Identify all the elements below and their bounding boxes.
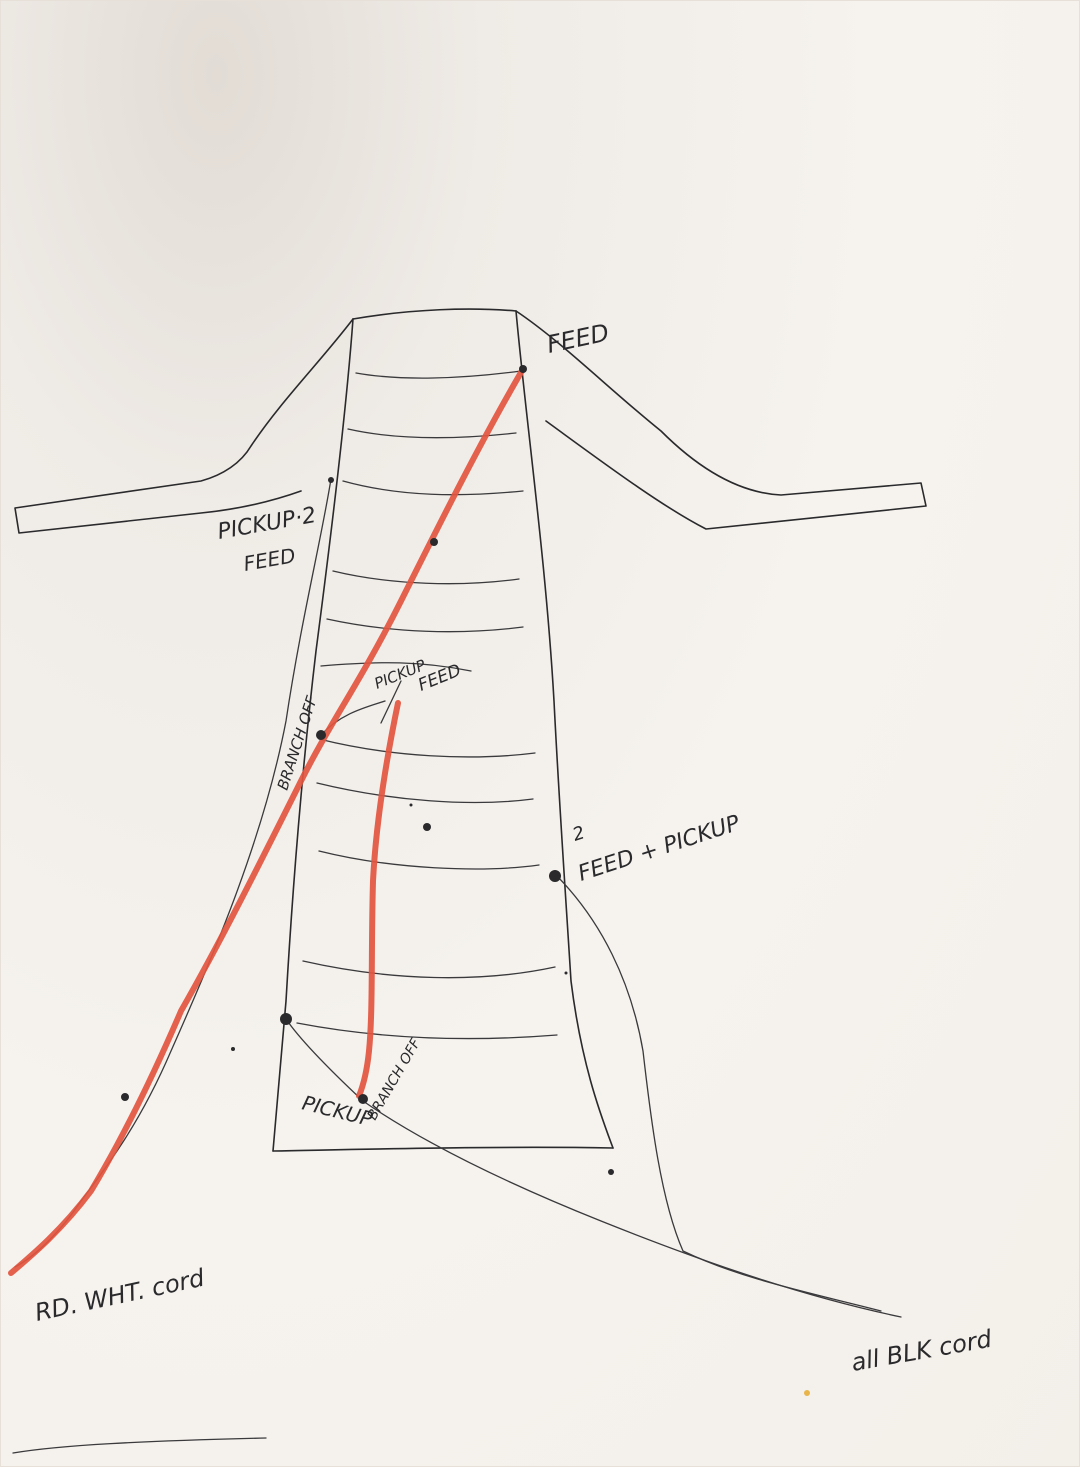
left-sleeve-outline bbox=[15, 319, 353, 533]
label-feed-top: FEED bbox=[544, 318, 611, 358]
label-two: 2 bbox=[570, 822, 587, 846]
right-black-cord-2 bbox=[286, 1019, 901, 1317]
stray-stroke bbox=[13, 1438, 266, 1453]
label-red-wht-cord: RD. WHT. cord bbox=[32, 1264, 207, 1327]
label-all-blk-cord: all BLK cord bbox=[849, 1325, 994, 1377]
right-black-cord-1 bbox=[557, 876, 881, 1311]
neckline-inner bbox=[356, 371, 521, 378]
paper-mark bbox=[804, 1390, 810, 1396]
label-feed-left: FEED bbox=[242, 543, 298, 576]
label-feed-plus-pickup: FEED + PICKUP bbox=[575, 811, 744, 887]
label-branch-off-upper: BRANCH OFF bbox=[274, 693, 321, 792]
label-branch-off-lower: BRANCH OFF bbox=[365, 1035, 425, 1123]
boning-channels bbox=[297, 429, 557, 1039]
body-panel-right-edge bbox=[516, 311, 613, 1148]
red-cord-branch bbox=[359, 703, 398, 1096]
left-black-cord bbox=[15, 479, 331, 1267]
red-cord-main bbox=[11, 369, 523, 1273]
neckline bbox=[353, 309, 516, 319]
